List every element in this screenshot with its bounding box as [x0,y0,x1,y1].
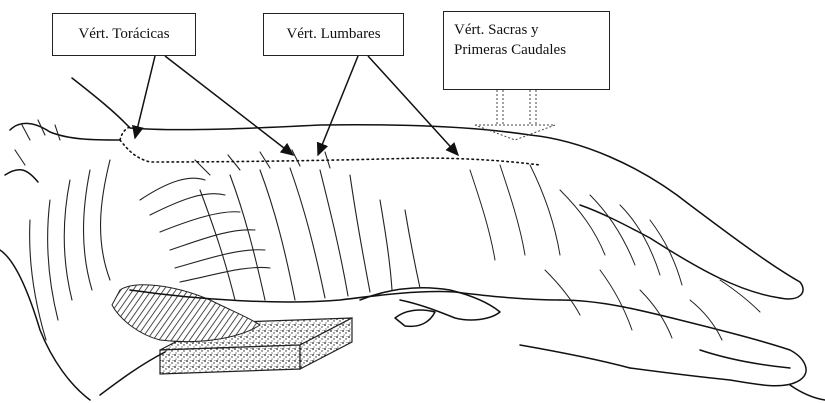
label-vert-toracicas-text: Vért. Torácicas [78,24,169,44]
label-vert-sacras: Vért. Sacras y Primeras Caudales [443,11,610,90]
forelimb-shading [112,285,260,342]
arrow-toracicas-1 [135,56,155,138]
label-vert-lumbares-text: Vért. Lumbares [286,24,380,44]
arrow-toracicas-2 [165,56,293,155]
pointer-arrows [135,56,458,155]
label-vert-sacras-line2: Primeras Caudales [454,40,599,60]
label-vert-lumbares: Vért. Lumbares [263,13,404,56]
hind-hatching [470,165,760,340]
label-vert-toracicas: Vért. Torácicas [52,13,196,56]
spine-dotted-line [120,126,540,165]
arrow-lumbares-1 [318,56,358,155]
label-vert-sacras-line1: Vért. Sacras y [454,20,599,40]
body-outline [0,78,825,400]
